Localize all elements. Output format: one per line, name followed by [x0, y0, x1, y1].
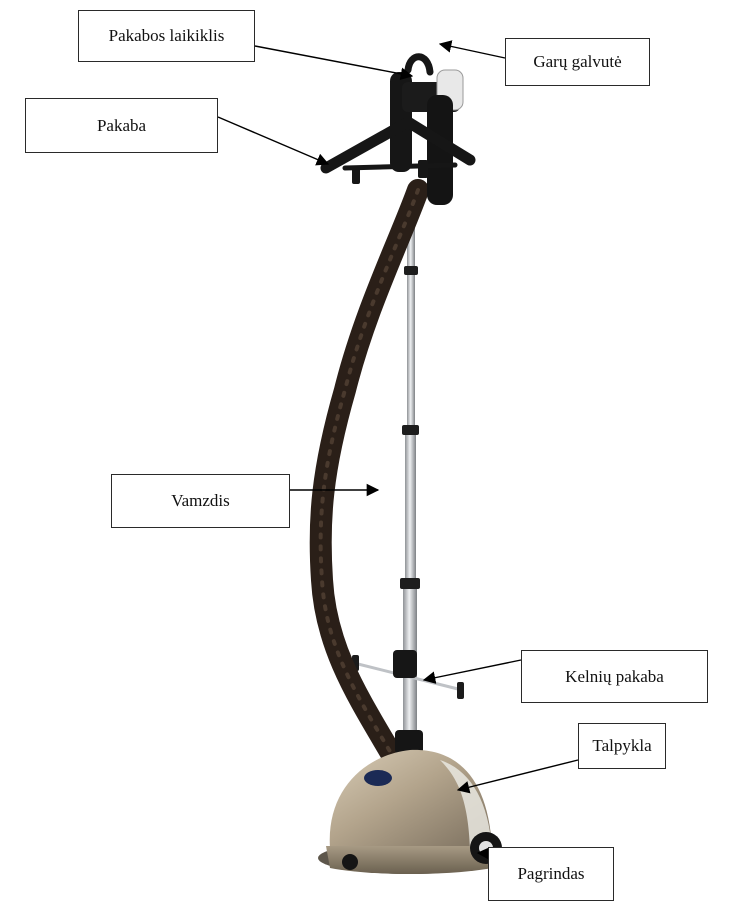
telescopic-pole: [400, 195, 420, 730]
label-trouser-hanger: Kelnių pakaba: [521, 650, 708, 703]
label-hanger-holder-text: Pakabos laikiklis: [109, 26, 225, 46]
label-tank: Talpykla: [578, 723, 666, 769]
arrow-tank: [458, 760, 578, 790]
label-tank-text: Talpykla: [592, 736, 651, 756]
steamer-base: [318, 730, 502, 874]
label-hanger-text: Pakaba: [97, 116, 146, 136]
arrow-hanger: [218, 117, 328, 164]
arrow-trouser-hanger: [424, 660, 521, 680]
arrow-steam-head: [440, 44, 505, 58]
label-steam-head: Garų galvutė: [505, 38, 650, 86]
label-base: Pagrindas: [488, 847, 614, 901]
label-hose-text: Vamzdis: [171, 491, 230, 511]
label-trouser-hanger-text: Kelnių pakaba: [565, 667, 664, 687]
steamer-head-assembly: [326, 57, 470, 205]
label-steam-head-text: Garų galvutė: [533, 52, 621, 72]
label-hose: Vamzdis: [111, 474, 290, 528]
label-hanger: Pakaba: [25, 98, 218, 153]
arrow-hanger-holder: [255, 46, 412, 76]
label-base-text: Pagrindas: [517, 864, 584, 884]
label-hanger-holder: Pakabos laikiklis: [78, 10, 255, 62]
